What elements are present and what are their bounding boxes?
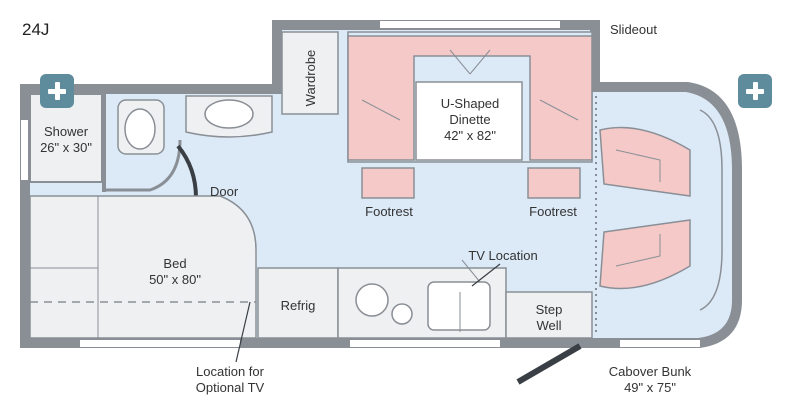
footrest-left-label: Footrest [365,204,413,219]
bath-sink-basin [204,99,254,129]
stove-burner-2 [391,303,413,325]
dinette-label-line1: U-Shaped [440,96,500,111]
shower-divider [102,94,106,192]
dinette-size: 42" x 82" [444,128,496,143]
bed-size: 50" x 80" [149,272,201,287]
cabover-label: Cabover Bunk [608,364,692,379]
footrest-left-block [361,167,415,199]
cabover-size: 49" x 75" [624,380,676,395]
footrest-right-label: Footrest [529,204,577,219]
entry-door [516,343,582,385]
tv-location-leader [471,263,501,287]
bed-label: Bed [163,256,187,271]
bathroom-door [176,144,198,199]
wardrobe-label: Wardrobe [303,49,318,107]
window-left [21,120,28,180]
window-bottom-mid [350,340,500,347]
kitchen-sink [427,281,491,331]
shower-stall [29,93,103,183]
refrig-label: Refrig [280,298,316,313]
dinette-table [415,81,523,161]
step-label-line1: Step [535,302,563,317]
cab-seat-bottom [599,219,691,290]
window-bottom-right [620,340,700,347]
step-label-line2: Well [536,318,562,333]
hotspot-cab-plus-icon[interactable] [738,74,772,108]
shower-size: 26" x 30" [40,140,92,155]
stove-burner-1 [355,283,389,317]
toilet-bowl [124,108,156,150]
window-top [380,21,560,28]
tv-location-label: TV Location [468,248,538,263]
optional-tv-label-line1: Location for [196,364,264,379]
cab-seat-top [599,126,691,197]
shower-label: Shower [43,124,89,139]
slideout-label: Slideout [610,22,657,37]
model-title: 24J [22,20,50,39]
door-label: Door [210,184,239,199]
step-well-box [505,291,593,339]
optional-tv-leader [235,301,251,363]
footrest-right-block [527,167,581,199]
window-bottom-left [80,340,240,347]
optional-tv-label-line2: Optional TV [195,380,265,395]
dashboard [699,109,723,311]
hotspot-shower-plus-icon[interactable] [40,74,74,108]
dinette-label-line2: Dinette [449,112,491,127]
dinette-seat [347,35,593,161]
wardrobe-cabinet [281,31,339,115]
